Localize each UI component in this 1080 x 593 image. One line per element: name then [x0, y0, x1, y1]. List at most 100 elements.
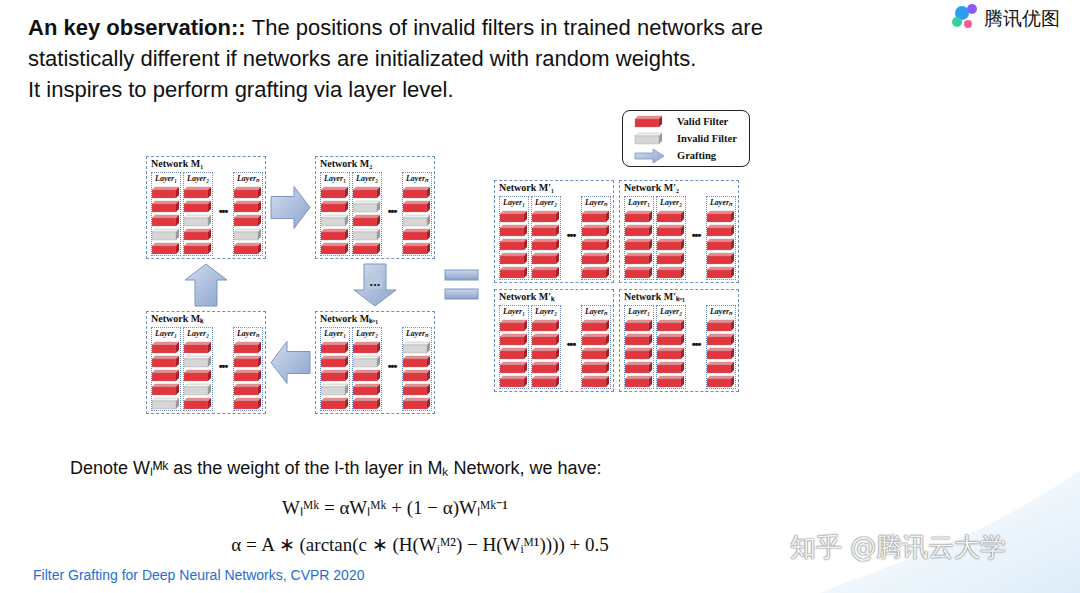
layer-label: Layer₁: [152, 173, 180, 184]
valid-filter-side: [176, 215, 179, 226]
valid-filter-top: [234, 201, 261, 204]
layer-label: Layer₂: [657, 197, 685, 208]
layer-label: Layer₁: [500, 197, 528, 208]
valid-filter-side: [427, 384, 430, 395]
valid-filter: [353, 345, 377, 353]
filter-stack: [234, 185, 262, 255]
valid-filter: [234, 190, 258, 198]
valid-filter-top: [657, 211, 684, 214]
valid-filter: [234, 359, 258, 367]
filter-stack: [625, 318, 653, 388]
valid-filter: [152, 373, 176, 381]
valid-filter-side: [731, 348, 734, 359]
label-wrap: 知乎 @腾讯云大学: [790, 530, 1006, 565]
valid-filter-side: [556, 348, 559, 359]
valid-filter-top: [500, 225, 527, 228]
valid-filter: [657, 323, 681, 331]
valid-filter-side: [556, 267, 559, 278]
valid-filter-side: [427, 243, 430, 254]
layer-column: Layerₙ: [581, 196, 611, 280]
valid-filter-side: [345, 201, 348, 212]
valid-filter: [321, 359, 345, 367]
valid-filter-side: [345, 187, 348, 198]
valid-filter: [353, 246, 377, 254]
valid-filter-top: [321, 370, 348, 373]
invalid-filter-side: [176, 398, 179, 409]
valid-filter-side: [649, 239, 652, 250]
invalid-filter-side: [345, 384, 348, 395]
valid-filter-top: [657, 348, 684, 351]
valid-filter-top: [403, 187, 430, 190]
valid-filter-top: [152, 356, 179, 359]
layer-label: Layer₂: [532, 197, 560, 208]
invalid-filter-top: [152, 229, 179, 232]
network-box: Network M₂•••Layer₁Layer₂Layerₙ: [315, 156, 435, 259]
valid-filter: [353, 401, 377, 409]
invalid-filter-side: [208, 384, 211, 395]
valid-filter-side: [427, 370, 430, 381]
layer-label: Layer₂: [353, 173, 381, 184]
valid-filter-side: [208, 201, 211, 212]
filter-stack: [707, 318, 735, 388]
layer-column: Layerₙ: [402, 172, 432, 256]
valid-filter-side: [345, 229, 348, 240]
valid-filter-side: [731, 225, 734, 236]
legend-swatch: [633, 115, 665, 129]
valid-filter-top: [500, 348, 527, 351]
valid-filter-side: [681, 362, 684, 373]
layer-column: Layer₁: [151, 172, 181, 256]
valid-filter-top: [582, 239, 609, 242]
filter-stack: [152, 185, 180, 255]
valid-filter-top: [707, 253, 734, 256]
valid-filter-top: [152, 384, 179, 387]
valid-filter: [184, 373, 208, 381]
dots-wrap: •••: [562, 338, 580, 350]
valid-filter-side: [681, 239, 684, 250]
invalid-filter-top: [234, 229, 261, 232]
valid-filter: [500, 379, 524, 387]
invalid-filter: [184, 387, 208, 395]
valid-filter-side: [649, 320, 652, 331]
valid-filter-side: [681, 267, 684, 278]
layer-column: Layer₁: [151, 327, 181, 411]
filter-stack: [657, 318, 685, 388]
invalid-filter-side: [427, 342, 430, 353]
valid-filter-side: [208, 370, 211, 381]
layer-column: Layerₙ: [233, 327, 263, 411]
swatch-arrow: [635, 149, 664, 163]
layer-column: Layer₂: [183, 327, 213, 411]
valid-filter-top: [321, 342, 348, 345]
slide-title: An key observation::: [28, 15, 246, 40]
valid-filter-side: [606, 253, 609, 264]
formula: Wₗᴹᵏ = αWₗᴹᵏ + (1 − α)Wₗᴹᵏ⁻¹: [282, 497, 508, 518]
valid-filter: [500, 270, 524, 278]
valid-filter-side: [606, 267, 609, 278]
valid-filter: [500, 351, 524, 359]
valid-filter-top: [152, 201, 179, 204]
invalid-filter-side: [208, 215, 211, 226]
valid-filter: [625, 323, 649, 331]
dots-wrap: •••: [383, 360, 401, 372]
valid-filter: [625, 379, 649, 387]
valid-filter-side: [649, 348, 652, 359]
dots-wrap: •••: [383, 205, 401, 217]
valid-filter-top: [625, 320, 652, 323]
valid-filter: [321, 246, 345, 254]
valid-filter-side: [606, 376, 609, 387]
valid-filter: [582, 365, 606, 373]
layer-column: Layer₂: [656, 196, 686, 280]
valid-filter-top: [657, 225, 684, 228]
layer-column: Layer₁: [624, 196, 654, 280]
ellipsis-dots: •••: [383, 205, 401, 217]
layer-column: Layer₁: [624, 305, 654, 389]
valid-filter-top: [707, 334, 734, 337]
valid-filter: [500, 337, 524, 345]
valid-filter-top: [403, 201, 430, 204]
valid-filter-side: [524, 225, 527, 236]
valid-filter-side: [377, 187, 380, 198]
valid-filter-side: [556, 253, 559, 264]
edge-label: ...: [368, 274, 383, 289]
valid-filter: [234, 387, 258, 395]
layer-label: Layerₙ: [403, 173, 431, 184]
dots-wrap: •••: [214, 205, 232, 217]
